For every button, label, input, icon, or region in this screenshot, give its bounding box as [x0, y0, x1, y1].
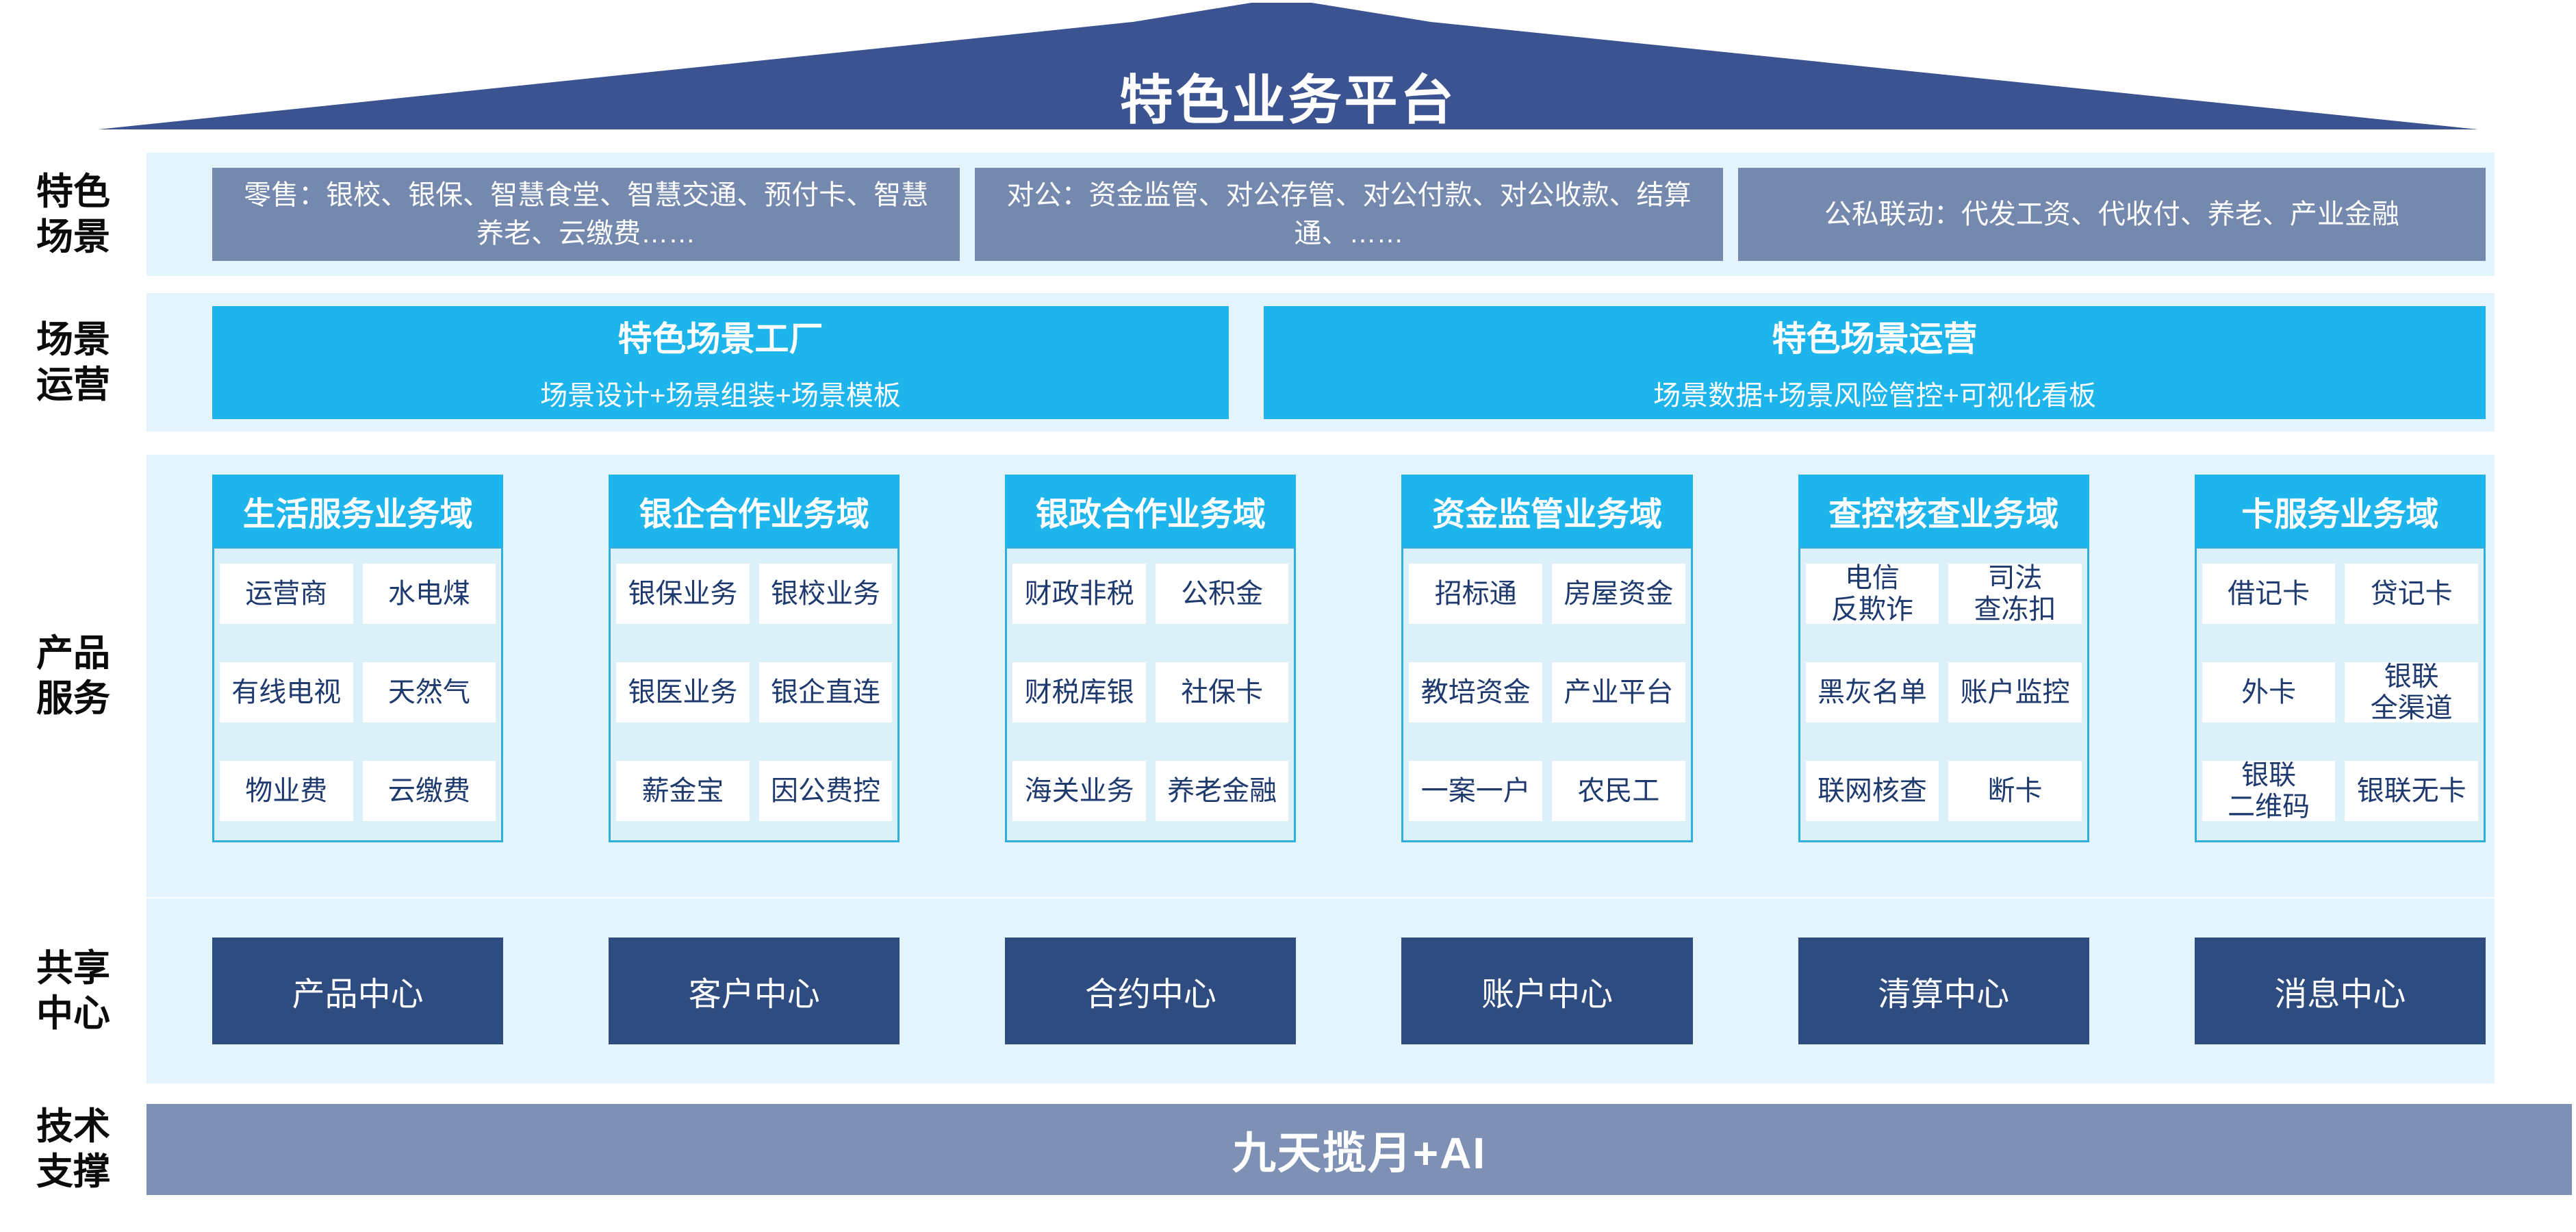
domain-header: 卡服务业务域 [2194, 475, 2486, 546]
center-box-customer: 客户中心 [609, 938, 900, 1044]
domain-cell: 银企直连 [758, 662, 893, 722]
domain-cell: 财税库银 [1012, 662, 1146, 722]
page-title: 特色业务平台 [1119, 70, 1457, 130]
domain-cell: 账户监控 [1948, 662, 2082, 722]
side-label-scenario-operation: 场景 运营 [36, 319, 110, 405]
domain-cell: 银联 全渠道 [2345, 662, 2478, 723]
domain-cell: 运营商 [220, 564, 353, 624]
domain-body: 银保业务 银校业务 银医业务 银企直连 薪金宝 因公费控 [609, 546, 900, 842]
center-box-product: 产品中心 [212, 938, 504, 1044]
domain-cell: 物业费 [220, 761, 353, 821]
domain-cell: 海关业务 [1012, 761, 1146, 821]
domain-life-services: 生活服务业务域 运营商 水电煤 有线电视 天然气 物业费 云缴费 [212, 475, 504, 842]
scenario-factory-box: 特色场景工厂 场景设计+场景组装+场景模板 [212, 305, 1229, 419]
scenario-box-retail: 零售：银校、银保、智慧食堂、智慧交通、预付卡、智慧养老、云缴费…… [212, 168, 960, 261]
domain-cell: 银联 二维码 [2202, 760, 2336, 822]
domain-header: 银企合作业务域 [609, 475, 900, 546]
domain-card-services: 卡服务业务域 借记卡 贷记卡 外卡 银联 全渠道 银联 二维码 银联无卡 [2194, 475, 2486, 842]
domain-cell: 产业平台 [1552, 662, 1685, 722]
domain-cell: 农民工 [1552, 761, 1685, 821]
scenario-operation-band: 特色场景工厂 场景设计+场景组装+场景模板 特色场景运营 场景数据+场景风险管控… [146, 293, 2495, 431]
domain-body: 财政非税 公积金 财税库银 社保卡 海关业务 养老金融 [1005, 546, 1297, 842]
center-box-clearing: 清算中心 [1798, 938, 2089, 1044]
scenario-box-public-private: 公私联动：代发工资、代收付、养老、产业金融 [1737, 168, 2486, 261]
scenario-operation-box: 特色场景运营 场景数据+场景风险管控+可视化看板 [1264, 305, 2486, 419]
domain-header: 资金监管业务域 [1401, 475, 1693, 546]
domain-cell: 联网核查 [1805, 761, 1939, 821]
domain-cell: 招标通 [1409, 564, 1543, 624]
shared-centers-band: 产品中心 客户中心 合约中心 账户中心 清算中心 消息中心 [146, 898, 2495, 1083]
domain-cell: 薪金宝 [616, 761, 750, 821]
domain-cell: 银联无卡 [2345, 761, 2478, 821]
domain-cell: 因公费控 [758, 761, 893, 821]
domain-cell: 银保业务 [616, 564, 750, 624]
product-services-band: 生活服务业务域 运营商 水电煤 有线电视 天然气 物业费 云缴费 银企合作业务域… [146, 455, 2495, 897]
domain-cell: 天然气 [362, 662, 496, 722]
domain-fund-supervision: 资金监管业务域 招标通 房屋资金 教培资金 产业平台 一案一户 农民工 [1401, 475, 1693, 842]
center-box-message: 消息中心 [2194, 938, 2486, 1044]
scenario-factory-subtitle: 场景设计+场景组装+场景模板 [540, 381, 901, 411]
domain-cell: 云缴费 [362, 761, 496, 821]
domain-header: 生活服务业务域 [212, 475, 504, 546]
side-label-scenarios: 特色 场景 [36, 171, 110, 257]
domain-cell: 财政非税 [1012, 564, 1146, 624]
domain-header: 银政合作业务域 [1005, 475, 1297, 546]
center-box-account: 账户中心 [1401, 938, 1693, 1044]
domain-cell: 水电煤 [362, 564, 496, 624]
domain-bank-enterprise: 银企合作业务域 银保业务 银校业务 银医业务 银企直连 薪金宝 因公费控 [609, 475, 900, 842]
domain-cell: 银校业务 [758, 564, 893, 624]
domain-cell: 一案一户 [1409, 761, 1543, 821]
domain-bank-government: 银政合作业务域 财政非税 公积金 财税库银 社保卡 海关业务 养老金融 [1005, 475, 1297, 842]
domain-cell: 公积金 [1155, 564, 1289, 624]
scenario-box-corporate: 对公：资金监管、对公存管、对公付款、对公收款、结算通、…… [975, 168, 1723, 261]
domain-cell: 司法 查冻扣 [1948, 563, 2082, 625]
domain-cell: 断卡 [1948, 761, 2082, 821]
domain-cell: 养老金融 [1155, 761, 1289, 821]
domain-cell: 贷记卡 [2345, 564, 2478, 624]
domain-cell: 社保卡 [1155, 662, 1289, 722]
domain-body: 招标通 房屋资金 教培资金 产业平台 一案一户 农民工 [1401, 546, 1693, 842]
roof-shape [98, 3, 2478, 129]
domain-header: 查控核查业务域 [1798, 475, 2089, 546]
domain-inquiry-control: 查控核查业务域 电信 反欺诈 司法 查冻扣 黑灰名单 账户监控 联网核查 断卡 [1798, 475, 2089, 842]
domain-cell: 外卡 [2202, 662, 2336, 722]
tech-support-bar: 九天揽月+AI [146, 1104, 2572, 1195]
center-box-contract: 合约中心 [1005, 938, 1297, 1044]
domain-body: 电信 反欺诈 司法 查冻扣 黑灰名单 账户监控 联网核查 断卡 [1798, 546, 2089, 842]
side-label-product-services: 产品 服务 [36, 633, 110, 719]
domain-cell: 教培资金 [1409, 662, 1543, 722]
domain-cell: 银医业务 [616, 662, 750, 722]
domain-body: 运营商 水电煤 有线电视 天然气 物业费 云缴费 [212, 546, 504, 842]
domain-cell: 有线电视 [220, 662, 353, 722]
domain-cell: 黑灰名单 [1805, 662, 1939, 722]
scenario-operation-title: 特色场景运营 [1772, 320, 1978, 358]
side-label-shared-centers: 共享 中心 [36, 948, 110, 1034]
domain-cell: 房屋资金 [1552, 564, 1685, 624]
side-label-tech-support: 技术 支撑 [36, 1106, 110, 1192]
domain-cell: 电信 反欺诈 [1805, 563, 1939, 625]
domain-cell: 借记卡 [2202, 564, 2336, 624]
domain-body: 借记卡 贷记卡 外卡 银联 全渠道 银联 二维码 银联无卡 [2194, 546, 2486, 842]
scenario-operation-subtitle: 场景数据+场景风险管控+可视化看板 [1653, 381, 2096, 411]
scenario-band: 零售：银校、银保、智慧食堂、智慧交通、预付卡、智慧养老、云缴费…… 对公：资金监… [146, 153, 2495, 276]
scenario-factory-title: 特色场景工厂 [617, 320, 824, 358]
